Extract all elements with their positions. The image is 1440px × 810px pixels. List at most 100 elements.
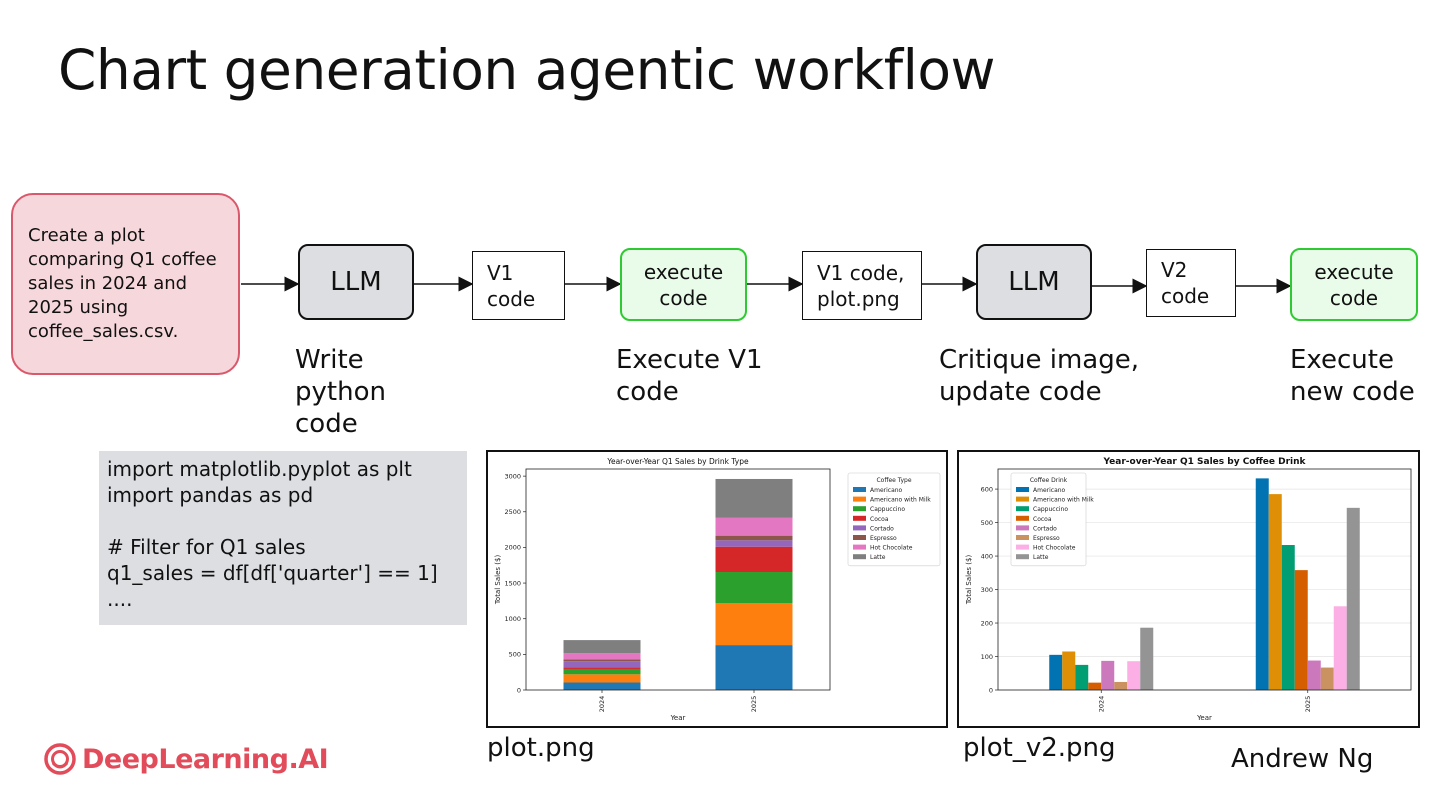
caption-execute-new: Execute new code: [1290, 344, 1415, 408]
v1-code-line-2: code: [487, 286, 536, 311]
llm-label-2: LLM: [1008, 267, 1060, 297]
bar: [1307, 660, 1321, 690]
caption-critique-line-2: update code: [939, 377, 1102, 407]
legend-box: [1010, 472, 1087, 567]
caption-write-python: Write python code: [295, 344, 386, 440]
legend-swatch: [1016, 496, 1029, 502]
caption-execnew-line-2: new code: [1290, 377, 1415, 407]
legend-box: [847, 472, 941, 567]
bar-segment: [563, 661, 641, 668]
execute-2-line-1: execute: [1314, 259, 1394, 284]
code-line: ....: [107, 587, 133, 611]
deeplearning-logo: DeepLearning.AI: [44, 743, 329, 775]
legend-label: Latte: [1033, 554, 1049, 561]
bar: [1062, 651, 1076, 690]
code-line: q1_sales = df[df['quarter'] == 1]: [107, 561, 438, 585]
plot-area-frame: [997, 468, 1412, 691]
llm-box-1: LLM: [298, 244, 414, 320]
llm-label-1: LLM: [330, 267, 382, 297]
bar-segment: [715, 645, 793, 690]
caption-critique-line-1: Critique image,: [939, 345, 1139, 375]
legend-label: Cappuccino: [870, 506, 905, 513]
bar: [1127, 661, 1141, 690]
legend-swatch: [1016, 515, 1029, 521]
legend-label: Americano with Milk: [1033, 497, 1094, 504]
y-tick-label: 1000: [504, 615, 521, 623]
legend-label: Americano: [1033, 487, 1066, 494]
bar: [1294, 570, 1308, 690]
bar-segment: [715, 535, 793, 541]
logo-icon: [44, 743, 76, 775]
y-tick-label: 100: [981, 653, 993, 661]
y-tick-label: 2000: [504, 544, 521, 552]
bar-segment: [715, 572, 793, 604]
x-axis-label: Year: [670, 714, 686, 722]
bar: [1075, 664, 1089, 690]
bar: [1101, 660, 1115, 690]
legend-label: Espresso: [870, 535, 897, 542]
prompt-text: Create a plot comparing Q1 coffee sales …: [28, 225, 217, 342]
y-tick-label: 200: [981, 619, 993, 627]
legend-swatch: [1016, 544, 1029, 550]
bar: [1255, 478, 1269, 690]
legend-title: Coffee Drink: [1030, 477, 1068, 484]
caption-execute-v1: Execute V1 code: [616, 344, 763, 408]
legend-swatch: [1016, 506, 1029, 512]
bar: [1281, 545, 1295, 690]
x-tick-label: 2025: [1304, 696, 1312, 713]
code-line: # Filter for Q1 sales: [107, 535, 306, 559]
legend-swatch: [1016, 535, 1029, 540]
legend-swatch: [1016, 487, 1029, 492]
x-axis-label: Year: [1196, 714, 1212, 722]
y-tick-label: 1500: [504, 579, 521, 587]
bar: [1088, 682, 1102, 690]
bar-segment: [715, 540, 793, 547]
x-tick-label: 2024: [598, 696, 606, 713]
legend-label: Cortado: [870, 525, 894, 532]
bar: [1320, 667, 1334, 690]
caption-critique: Critique image, update code: [939, 344, 1139, 408]
caption-write-line-1: Write: [295, 345, 364, 375]
bar-segment: [715, 603, 793, 646]
bar-segment: [715, 517, 793, 536]
chart-title: Year-over-Year Q1 Sales by Coffee Drink: [1102, 457, 1306, 467]
v1-plot-line-2: plot.png: [817, 286, 900, 311]
execute-1-line-2: code: [659, 285, 708, 310]
legend-swatch: [853, 544, 866, 550]
bar-segment: [563, 668, 641, 675]
legend-label: Americano with Milk: [870, 497, 931, 504]
bar: [1049, 654, 1063, 690]
legend-swatch: [853, 487, 866, 492]
v1-code-plot-box: V1 code,plot.png: [802, 251, 922, 320]
v1-plot-line-1: V1 code,: [817, 260, 905, 285]
code-line: [107, 508, 467, 534]
y-tick-label: 600: [981, 485, 993, 493]
bar: [1333, 606, 1347, 690]
code-snippet: import matplotlib.pyplot as plt import p…: [99, 451, 467, 625]
v1-code-line-1: V1: [487, 260, 514, 285]
y-tick-label: 500: [981, 519, 993, 527]
llm-box-2: LLM: [976, 244, 1092, 320]
y-tick-label: 400: [981, 552, 993, 560]
y-axis-label: Total Sales ($): [494, 555, 502, 606]
chart-title: Year-over-Year Q1 Sales by Drink Type: [606, 457, 749, 466]
legend-title: Coffee Type: [876, 477, 911, 484]
legend-label: Cocoa: [870, 516, 889, 523]
legend-label: Hot Chocolate: [1033, 545, 1076, 552]
v2-code-line-2: code: [1161, 284, 1210, 308]
slide-title: Chart generation agentic workflow: [58, 38, 995, 102]
legend-label: Cortado: [1033, 525, 1057, 532]
x-tick-label: 2025: [750, 696, 758, 713]
y-tick-label: 0: [989, 686, 993, 694]
legend-label: Hot Chocolate: [870, 545, 913, 552]
execute-2-line-2: code: [1329, 285, 1379, 310]
code-line: import matplotlib.pyplot as plt: [107, 457, 412, 481]
legend-label: Cocoa: [1033, 516, 1052, 523]
bar-segment: [563, 640, 641, 654]
legend-swatch: [1016, 525, 1029, 531]
y-tick-label: 0: [517, 686, 521, 694]
